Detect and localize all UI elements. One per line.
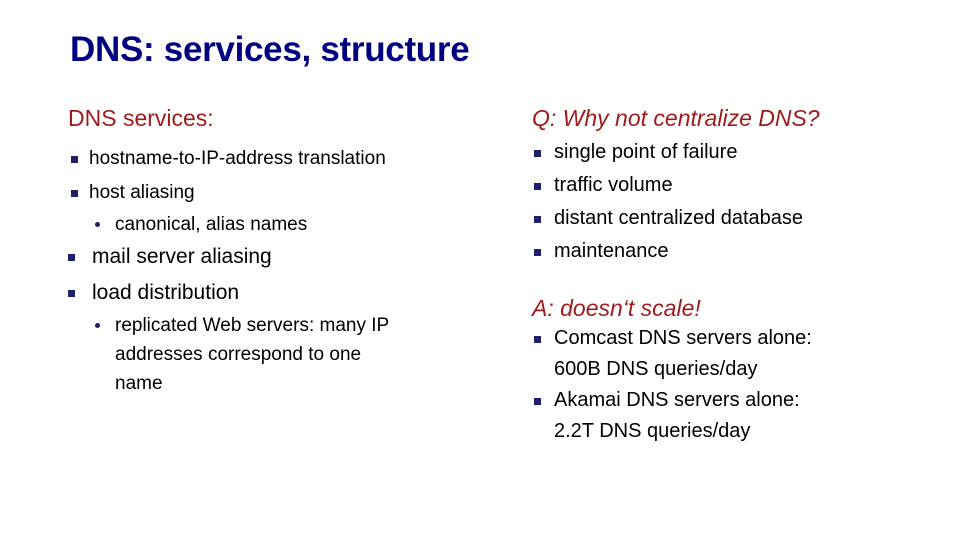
list-item-label: hostname-to-IP-address translation — [89, 148, 386, 169]
list-item: host aliasing — [68, 176, 520, 210]
list-item: load distribution — [68, 275, 520, 311]
answer-block: A: doesn‘t scale! Comcast DNS servers al… — [532, 293, 932, 447]
list-item: distant centralized database — [532, 202, 932, 235]
list-item: canonical, alias names — [90, 210, 520, 239]
list-item-label: host aliasing — [89, 182, 195, 203]
page-title: DNS: services, structure — [70, 30, 470, 69]
square-bullet-icon — [534, 249, 541, 256]
list-item-label: mail server aliasing — [92, 245, 272, 268]
list-item: single point of failure — [532, 136, 932, 169]
list-item-line-1: Comcast DNS servers alone: — [554, 327, 812, 349]
dns-services-list: hostname-to-IP-address translation host … — [68, 142, 520, 398]
dot-bullet-icon — [95, 323, 100, 328]
list-item-label: distant centralized database — [554, 207, 804, 229]
dot-bullet-icon — [95, 222, 100, 227]
list-item-label: load distribution — [92, 281, 240, 304]
list-item-line-2: addresses correspond to one — [115, 344, 362, 365]
list-item-line-3: name — [115, 373, 163, 394]
list-item: hostname-to-IP-address translation — [68, 142, 520, 176]
list-item: Akamai DNS servers alone: 2.2T DNS queri… — [532, 385, 932, 447]
list-item: mail server aliasing — [68, 239, 520, 275]
list-item-line-2: 2.2T DNS queries/day — [554, 420, 751, 442]
square-bullet-icon — [534, 216, 541, 223]
square-bullet-icon — [534, 150, 541, 157]
square-bullet-icon — [68, 254, 75, 261]
list-item: Comcast DNS servers alone: 600B DNS quer… — [532, 323, 932, 385]
list-item-line-1: replicated Web servers: many IP — [115, 315, 390, 336]
answer-heading: A: doesn‘t scale! — [532, 295, 701, 321]
left-column: DNS services: hostname-to-IP-address tra… — [68, 103, 520, 398]
list-item-line-1: Akamai DNS servers alone: — [554, 389, 800, 411]
load-distribution-sublist: replicated Web servers: many IP addresse… — [68, 311, 520, 398]
square-bullet-icon — [534, 398, 541, 405]
list-item-label: traffic volume — [554, 174, 673, 196]
square-bullet-icon — [71, 190, 78, 197]
question-reasons-list: single point of failure traffic volume d… — [532, 136, 932, 268]
dns-services-heading: DNS services: — [68, 105, 214, 131]
list-item: maintenance — [532, 235, 932, 268]
list-item-label: maintenance — [554, 240, 669, 262]
list-item: replicated Web servers: many IP addresse… — [90, 311, 520, 398]
square-bullet-icon — [68, 290, 75, 297]
square-bullet-icon — [534, 183, 541, 190]
question-heading: Q: Why not centralize DNS? — [532, 105, 820, 131]
square-bullet-icon — [534, 336, 541, 343]
answer-stats-list: Comcast DNS servers alone: 600B DNS quer… — [532, 323, 932, 447]
list-item-line-2: 600B DNS queries/day — [554, 358, 758, 380]
list-item-label: canonical, alias names — [115, 214, 308, 235]
list-item-label: single point of failure — [554, 141, 738, 163]
host-aliasing-sublist: canonical, alias names — [68, 210, 520, 239]
square-bullet-icon — [71, 156, 78, 163]
list-item: traffic volume — [532, 169, 932, 202]
right-column: Q: Why not centralize DNS? single point … — [532, 103, 932, 447]
